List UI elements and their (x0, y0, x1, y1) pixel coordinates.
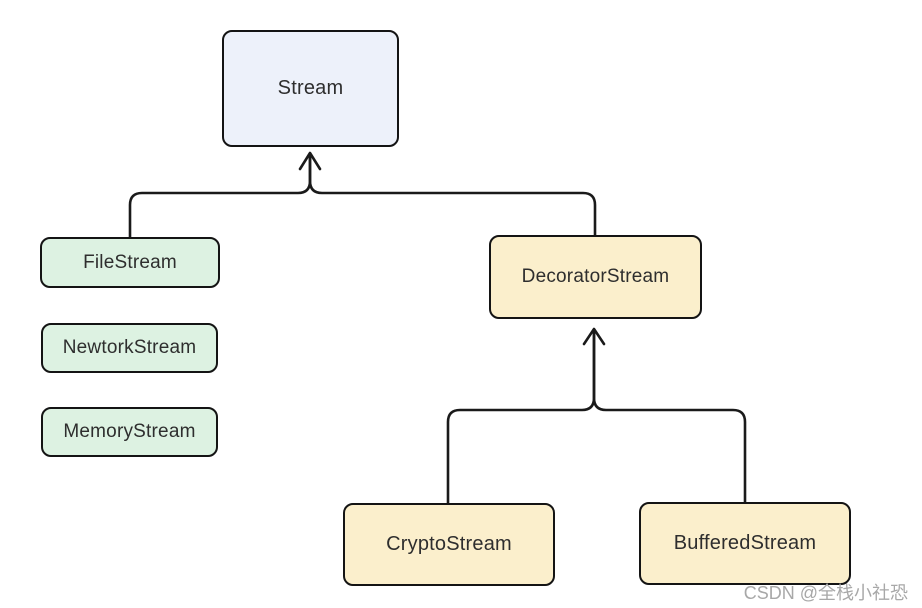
edge-crypto-stream-to-decorator-stream (446, 330, 596, 505)
node-stream-label: Stream (277, 77, 344, 99)
node-newtork-stream-label: NewtorkStream (62, 337, 197, 358)
edge-file-stream-to-stream (128, 154, 312, 239)
node-crypto-stream-label: CryptoStream (386, 533, 512, 555)
node-buffered-stream-label: BufferedStream (673, 532, 817, 554)
node-memory-stream: MemoryStream (41, 407, 218, 457)
edge-decorator-stream-to-stream (308, 154, 597, 237)
csdn-watermark: CSDN @全栈小社恐 (743, 583, 908, 603)
arrowhead-up-icon-decorator-stream (582, 327, 606, 346)
edge-buffered-stream-to-decorator-stream (592, 330, 747, 504)
node-decorator-stream: DecoratorStream (489, 235, 702, 319)
node-file-stream: FileStream (40, 237, 220, 288)
node-stream: Stream (222, 30, 399, 147)
node-newtork-stream: NewtorkStream (41, 323, 218, 373)
node-decorator-stream-label: DecoratorStream (521, 266, 670, 287)
node-buffered-stream: BufferedStream (639, 502, 851, 585)
node-memory-stream-label: MemoryStream (63, 421, 196, 442)
node-crypto-stream: CryptoStream (343, 503, 555, 586)
node-file-stream-label: FileStream (83, 251, 177, 273)
arrowhead-up-icon-stream (298, 151, 322, 171)
